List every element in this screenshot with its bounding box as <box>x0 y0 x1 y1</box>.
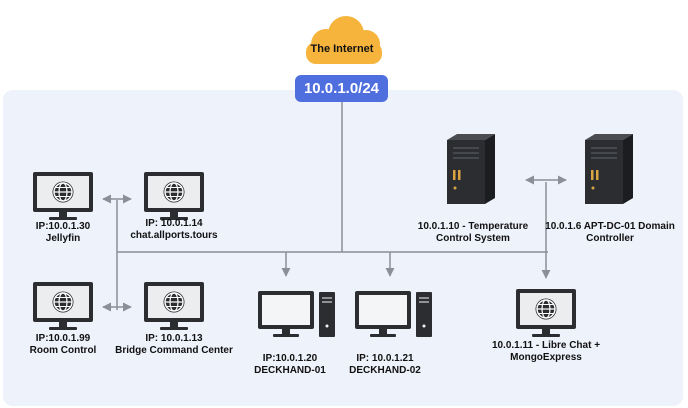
connection-lines <box>102 102 567 312</box>
temp-control-server-icon <box>447 134 495 204</box>
internet-cloud-icon <box>306 16 382 64</box>
internet-label: The Internet <box>310 43 374 55</box>
node-label-libre-chat: 10.0.1.11 - Libre Chat +MongoExpress <box>491 340 601 363</box>
deckhand-02-desktop-icon <box>355 291 432 337</box>
apt-dc-01-server-icon <box>585 134 633 204</box>
subnet-badge: 10.0.1.0/24 <box>295 75 388 102</box>
deckhand-01-desktop-icon <box>258 291 335 337</box>
